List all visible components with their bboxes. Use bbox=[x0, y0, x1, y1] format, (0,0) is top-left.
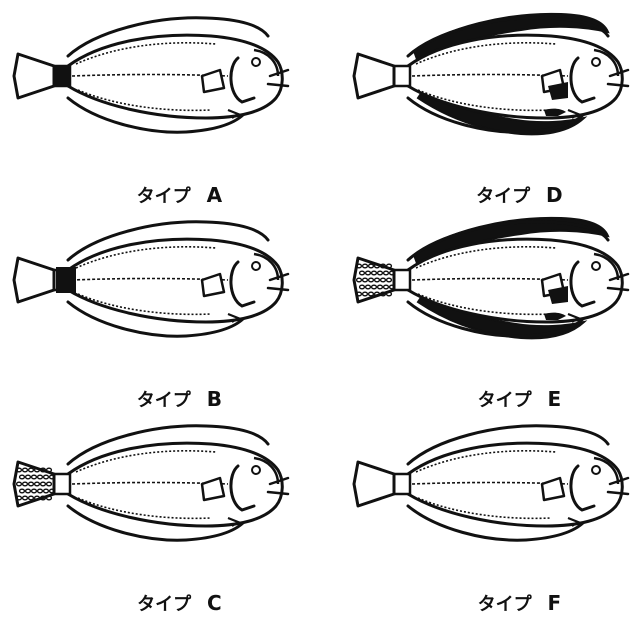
panel-type-c: タイプ C bbox=[6, 414, 306, 604]
caption-type-a: タイプ A bbox=[6, 158, 306, 188]
caudal-peduncle bbox=[394, 270, 410, 290]
panel-type-f: タイプ F bbox=[346, 414, 644, 604]
caudal-fin bbox=[14, 54, 54, 98]
eye bbox=[252, 262, 260, 270]
fish bbox=[14, 222, 288, 336]
caption-type-f: タイプ F bbox=[346, 566, 644, 596]
eye bbox=[252, 58, 260, 66]
fish-body bbox=[408, 443, 622, 526]
panel-type-d: タイプ D bbox=[346, 6, 644, 196]
caption-type-b: タイプ B bbox=[6, 362, 306, 392]
caudal-peduncle bbox=[394, 474, 410, 494]
fish bbox=[354, 426, 628, 540]
eye bbox=[252, 466, 260, 474]
fish bbox=[354, 218, 628, 339]
caption-type-letter: E bbox=[548, 387, 563, 411]
caption-type-word: タイプ bbox=[476, 186, 530, 207]
fish-body bbox=[68, 239, 282, 322]
caudal-fin bbox=[354, 54, 394, 98]
caudal-base-dark-band bbox=[54, 67, 70, 85]
eye bbox=[592, 58, 600, 66]
caption-type-word: タイプ bbox=[137, 186, 191, 207]
caption-type-letter: F bbox=[548, 591, 563, 615]
caudal-peduncle bbox=[54, 474, 70, 494]
caudal-spot bbox=[47, 468, 52, 472]
fish-illustration-type-e bbox=[346, 210, 644, 360]
caudal-peduncle bbox=[394, 66, 410, 86]
eye bbox=[592, 466, 600, 474]
fish-illustration-type-c bbox=[6, 414, 306, 564]
caudal-spot bbox=[387, 264, 392, 268]
caption-type-word: タイプ bbox=[478, 390, 532, 411]
caudal-base-dark-block bbox=[56, 267, 76, 293]
caudal-spot bbox=[47, 496, 52, 500]
caption-type-e: タイプ E bbox=[346, 362, 644, 392]
caudal-fin bbox=[14, 258, 54, 302]
fish bbox=[14, 426, 288, 540]
fish bbox=[14, 18, 288, 132]
caption-type-letter: A bbox=[207, 183, 223, 207]
caption-type-letter: C bbox=[207, 591, 223, 615]
fish-illustration-type-b bbox=[6, 210, 306, 360]
caption-type-word: タイプ bbox=[137, 390, 191, 411]
fish-illustration-type-a bbox=[6, 6, 306, 156]
caption-type-letter: B bbox=[207, 387, 223, 411]
panel-type-e: タイプ E bbox=[346, 210, 644, 400]
caption-type-d: タイプ D bbox=[346, 158, 644, 188]
fish-body bbox=[68, 35, 282, 118]
fish bbox=[354, 14, 628, 135]
caption-type-word: タイプ bbox=[478, 594, 532, 615]
caudal-fin bbox=[354, 462, 394, 506]
fish-illustration-type-f bbox=[346, 414, 644, 564]
fish-body bbox=[68, 443, 282, 526]
caudal-spot bbox=[387, 292, 392, 296]
eye bbox=[592, 262, 600, 270]
fish-type-diagram: タイプ A タイプ D タイプ B タイプ E タイプ C タイプ F bbox=[0, 0, 644, 598]
panel-type-b: タイプ B bbox=[6, 210, 306, 400]
caption-type-letter: D bbox=[546, 183, 564, 207]
caption-type-c: タイプ C bbox=[6, 566, 306, 596]
caption-type-word: タイプ bbox=[137, 594, 191, 615]
panel-type-a: タイプ A bbox=[6, 6, 306, 196]
fish-illustration-type-d bbox=[346, 6, 644, 156]
